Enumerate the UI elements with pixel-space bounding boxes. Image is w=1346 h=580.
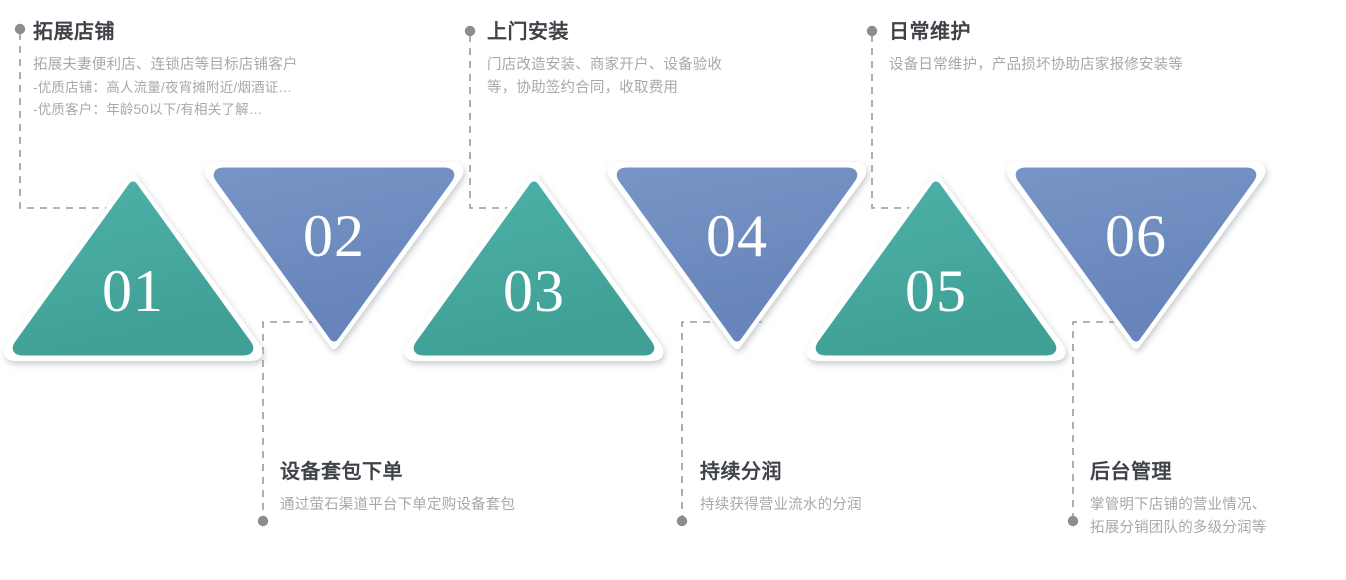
- step-title-02: 设备套包下单: [280, 461, 403, 483]
- step-shape-fill-05: [815, 181, 1057, 356]
- step-shape-03[interactable]: 03: [404, 174, 664, 361]
- step-shape-02[interactable]: 02: [204, 162, 464, 349]
- step-shape-fill-06: [1015, 167, 1257, 342]
- step-text-block-05: 日常维护 设备日常维护，产品损坏协助店家报修安装等: [889, 20, 1183, 77]
- connector-dot-06: [1067, 515, 1079, 527]
- step-text-block-02: 设备套包下单 通过萤石渠道平台下单定购设备套包: [280, 460, 515, 517]
- step-desc-06-line-2: 拓展分销团队的多级分润等: [1090, 520, 1267, 537]
- step-number-01: 01: [102, 258, 164, 324]
- step-shape-outline-04: [607, 162, 867, 349]
- step-shape-outline-05: [806, 174, 1066, 361]
- step-desc-01-line-1: 拓展夫妻便利店、连锁店等目标店铺客户: [33, 57, 298, 73]
- step-title-04: 持续分润: [700, 461, 782, 483]
- step-text-block-01: 拓展店铺 拓展夫妻便利店、连锁店等目标店铺客户 -优质店铺：高人流量/夜宵摊附近…: [33, 20, 298, 121]
- connector-dot-04: [676, 515, 688, 527]
- step-number-02: 02: [303, 203, 365, 269]
- step-text-block-06: 后台管理 掌管明下店铺的营业情况、 拓展分销团队的多级分润等: [1090, 460, 1266, 541]
- step-desc-04-line-1: 持续获得营业流水的分润: [700, 497, 862, 513]
- step-number-03: 03: [503, 258, 565, 324]
- step-shape-outline-02: [204, 162, 464, 349]
- step-number-04: 04: [706, 203, 768, 269]
- step-desc-01-line-2: -优质店铺：高人流量/夜宵摊附近/烟酒证…: [33, 80, 293, 96]
- step-title-06: 后台管理: [1090, 461, 1172, 483]
- step-number-06: 06: [1105, 203, 1167, 269]
- step-title-03: 上门安装: [487, 21, 569, 43]
- step-shape-outline-01: [3, 174, 263, 361]
- step-shape-01[interactable]: 01: [3, 174, 263, 361]
- step-shape-06[interactable]: 06: [1006, 162, 1266, 349]
- step-shape-fill-02: [213, 167, 455, 342]
- step-shape-fill-01: [12, 181, 254, 356]
- step-desc-05-line-1: 设备日常维护，产品损坏协助店家报修安装等: [889, 57, 1183, 73]
- step-desc-03-line-1: 门店改造安装、商家开户、设备验收: [487, 57, 723, 73]
- step-shape-04[interactable]: 04: [607, 162, 867, 349]
- connector-dot-02: [257, 515, 269, 527]
- step-shape-outline-06: [1006, 162, 1266, 349]
- step-desc-01-line-3: -优质客户：年龄50以下/有相关了解…: [33, 102, 263, 118]
- step-shape-fill-04: [616, 167, 858, 342]
- step-title-01: 拓展店铺: [33, 21, 115, 43]
- step-shape-outline-03: [404, 174, 664, 361]
- step-number-05: 05: [905, 258, 967, 324]
- connector-dot-01: [14, 23, 26, 35]
- step-title-05: 日常维护: [889, 21, 971, 43]
- step-text-block-03: 上门安装 门店改造安装、商家开户、设备验收 等，协助签约合同，收取费用: [487, 20, 722, 101]
- step-shape-fill-03: [413, 181, 655, 356]
- step-shape-05[interactable]: 05: [806, 174, 1066, 361]
- connector-dot-03: [464, 25, 476, 37]
- connector-dot-05: [866, 25, 878, 37]
- step-desc-03-line-2: 等，协助签约合同，收取费用: [487, 80, 679, 97]
- step-desc-02-line-1: 通过萤石渠道平台下单定购设备套包: [280, 497, 516, 513]
- step-text-block-04: 持续分润 持续获得营业流水的分润: [700, 460, 862, 517]
- step-desc-06-line-1: 掌管明下店铺的营业情况、: [1090, 497, 1267, 513]
